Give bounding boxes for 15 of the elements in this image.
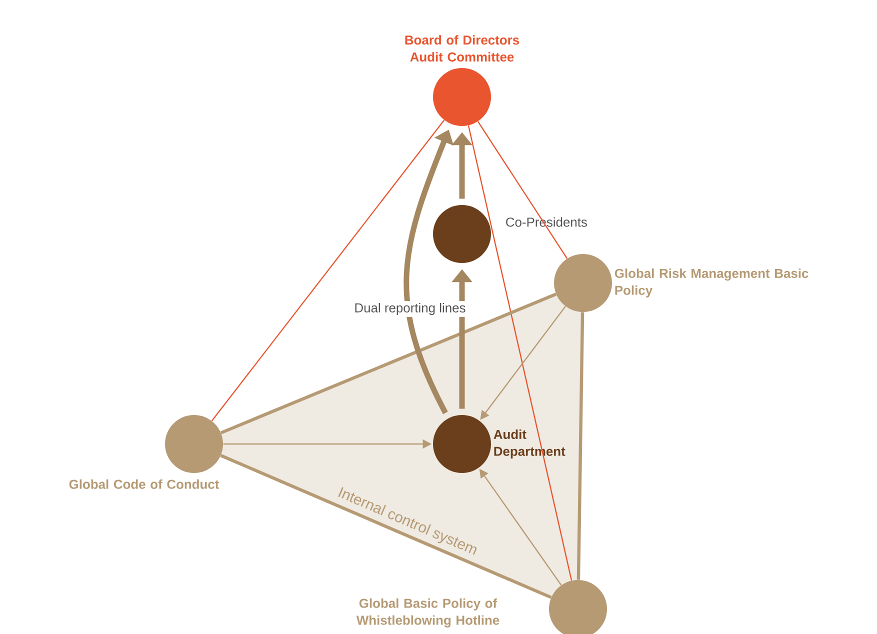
connector-line — [220, 454, 552, 599]
circle-node: Global Basic Policy of Whistleblowing Hotline — [356, 580, 607, 634]
connector-line — [477, 121, 568, 259]
node-label: Global Risk Management Basic Policy — [614, 268, 808, 298]
circle-node: Global Code of Conduct — [69, 414, 223, 489]
connector-line — [211, 120, 445, 422]
circle-node: Board of Directors Audit Committee — [405, 35, 520, 126]
connector-line — [220, 292, 557, 434]
node-label: Global Basic Policy of Whistleblowing Hotline — [356, 598, 500, 628]
connector-line — [468, 125, 572, 581]
node-label: Global Code of Conduct — [69, 479, 220, 489]
connector-line — [576, 312, 584, 580]
line-label: Dual reporting lines — [352, 300, 468, 318]
circle-node: Global Risk Management Basic Policy — [554, 254, 808, 312]
node-label: Board of Directors Audit Committee — [405, 35, 520, 62]
